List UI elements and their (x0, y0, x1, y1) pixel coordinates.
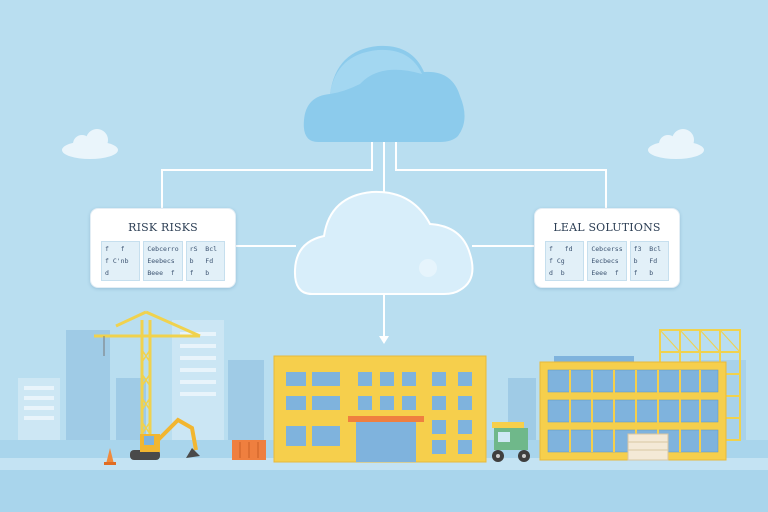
solutions-card-cell: f fd f Cg d b (545, 241, 585, 281)
cloud-icon (648, 129, 704, 159)
office-building-icon (539, 356, 727, 461)
solutions-card-cell: f3 Bcl b Fd f b (629, 241, 669, 281)
risk-card-title: RISK RISKS (128, 221, 198, 234)
risk-card: RISK RISKS f f f C'nb d Cebcerro Eeebecs… (90, 208, 236, 288)
cloud-icon (62, 129, 118, 159)
solutions-card-table: f fd f Cg d b Cebcerss Eecbecs Eeee f f3… (545, 241, 669, 281)
solutions-card-title: LEAL SOLUTIONS (553, 221, 661, 234)
risk-card-cell: Cebcerro Eeebecs Beee f (143, 241, 183, 281)
crane-icon (94, 310, 201, 452)
solutions-card-cell: Cebcerss Eecbecs Eeee f (587, 241, 627, 281)
cloud-icon (303, 45, 465, 142)
forklift-icon (492, 422, 530, 462)
risk-card-cell: rS Bcl b Fd f b (185, 241, 225, 281)
risk-card-cell: f f f C'nb d (101, 241, 141, 281)
traffic-cone-icon (106, 448, 114, 464)
risk-card-table: f f f C'nb d Cebcerro Eeebecs Beee f rS … (101, 241, 225, 281)
pallet-stack (627, 433, 669, 461)
road (0, 458, 768, 470)
connector-lines (161, 142, 607, 338)
cloud-icon (293, 190, 474, 295)
dumpster-icon (232, 440, 266, 460)
arrow-down-icon (379, 336, 389, 344)
traffic-cone-base (104, 462, 116, 465)
building-icon (273, 355, 487, 463)
background-city (18, 320, 746, 440)
solutions-card: LEAL SOLUTIONS f fd f Cg d b Cebcerss Ee… (534, 208, 680, 288)
excavator-icon (130, 417, 200, 460)
